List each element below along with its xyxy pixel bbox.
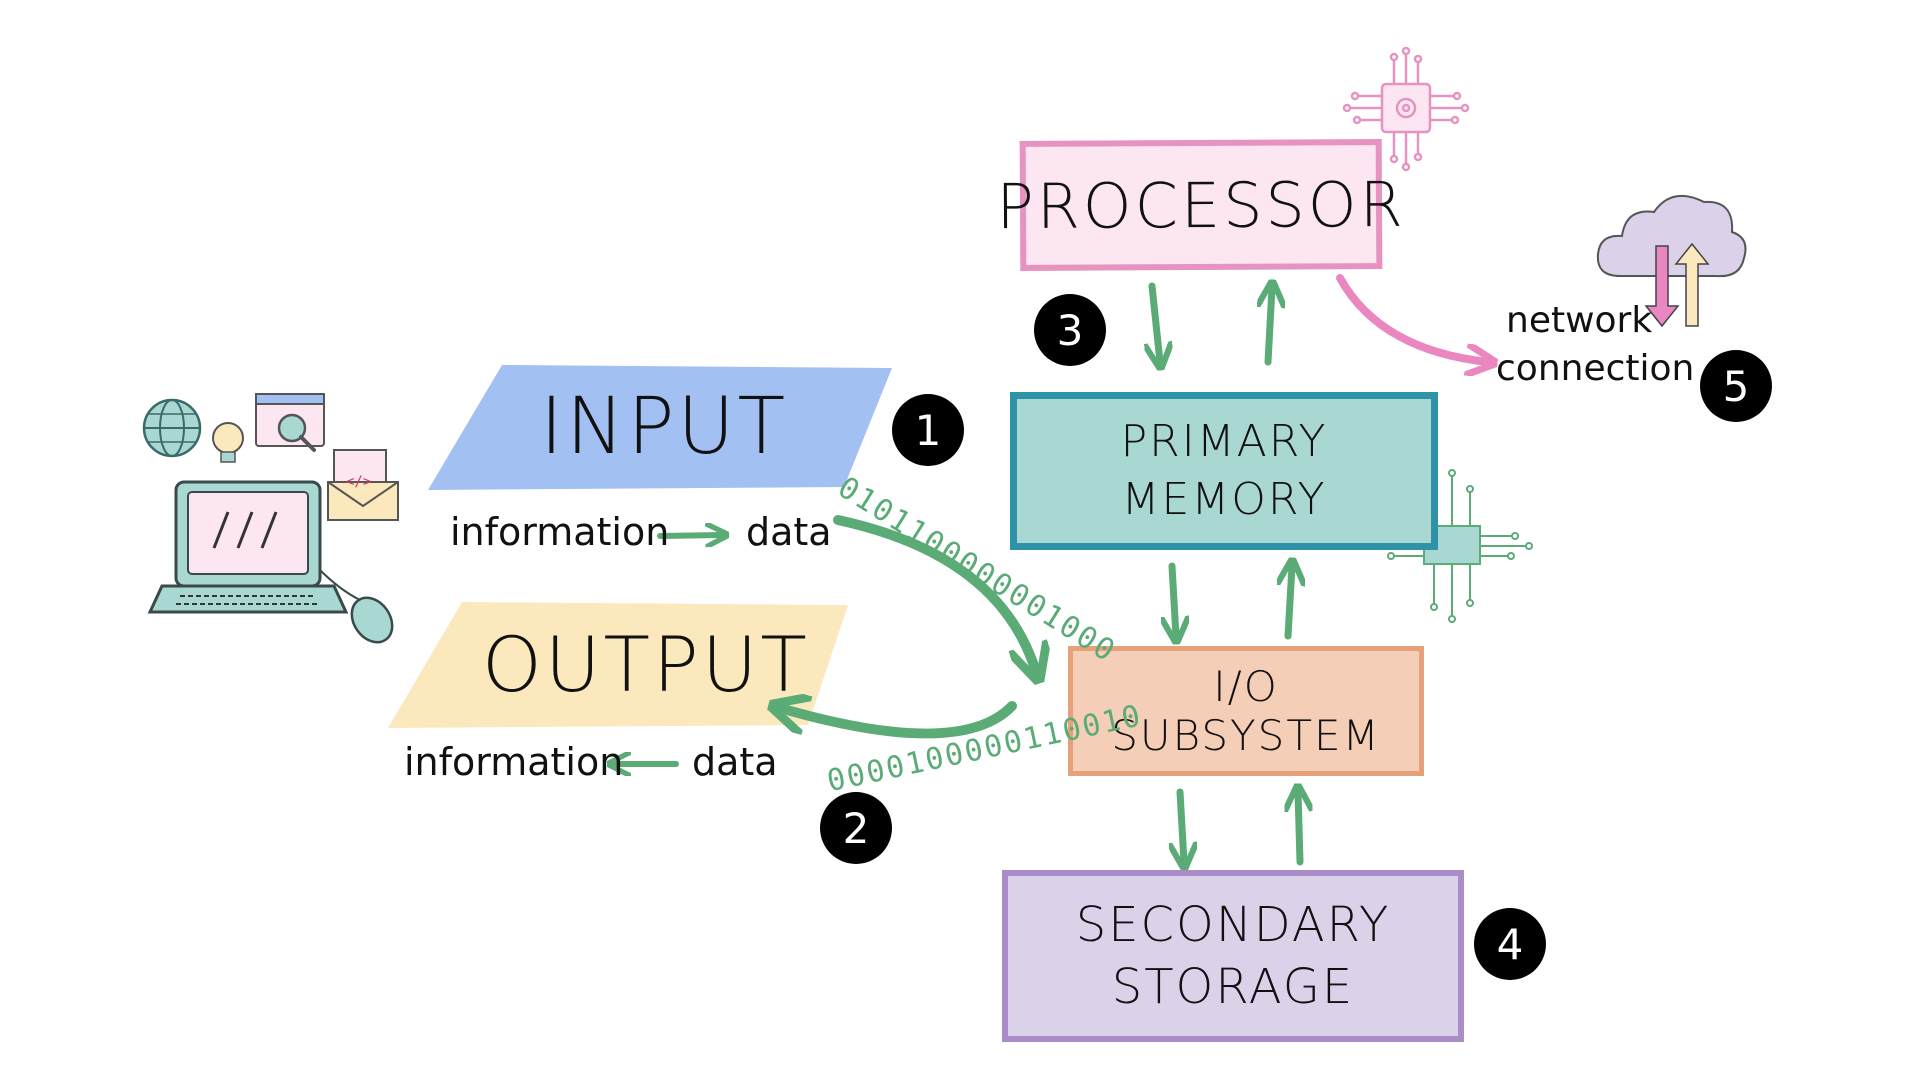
cpu-chip-icon: [1342, 46, 1470, 172]
network-label-line2: connection: [1496, 348, 1695, 389]
arrow-storage-to-io: [1298, 792, 1300, 866]
email-code-icon: </>: [327, 449, 399, 521]
step-badge-4: 4: [1474, 908, 1546, 980]
arrow-processor-to-network: [1336, 274, 1488, 362]
processor-label: PROCESSOR: [996, 167, 1406, 243]
step-badge-3: 3: [1034, 294, 1106, 366]
primary-memory-label-line1: PRIMARY: [1120, 416, 1328, 467]
svg-text:</>: </>: [346, 474, 371, 490]
secondary-storage-label-line2: STORAGE: [1111, 959, 1355, 1015]
step-badge-1: 1: [892, 394, 964, 466]
arrow-memory-to-processor: [1268, 288, 1272, 366]
step-badge-2: 2: [820, 792, 892, 864]
io-subsystem-box: I/O SUBSYSTEM: [1068, 646, 1424, 776]
output-title: OUTPUT: [482, 620, 810, 709]
network-label-line1: network: [1506, 300, 1653, 341]
processor-box: PROCESSOR: [996, 139, 1406, 271]
output-from-label: data: [692, 740, 778, 784]
lightbulb-icon: [212, 422, 244, 463]
arrow-input-to-io: [833, 515, 1036, 672]
step-badge-5: 5: [1700, 350, 1772, 422]
cloud-transfer-icon: [1596, 194, 1747, 328]
primary-memory-box: PRIMARY MEMORY: [1010, 392, 1438, 550]
arrow-processor-to-memory: [1152, 282, 1160, 362]
primary-memory-label-line2: MEMORY: [1121, 474, 1327, 525]
secondary-storage-box: SECONDARY STORAGE: [1002, 870, 1464, 1042]
laptop-icon: [147, 480, 349, 614]
globe-icon: [142, 398, 202, 458]
arrow-information-to-data: [657, 535, 722, 536]
arrow-io-to-storage: [1180, 788, 1184, 862]
input-banner: [428, 365, 892, 490]
output-banner: [388, 602, 848, 728]
arrow-memory-to-io: [1172, 562, 1176, 636]
input-from-label: information: [450, 510, 670, 554]
secondary-storage-label-line1: SECONDARY: [1075, 897, 1391, 953]
search-window-icon: [255, 393, 325, 452]
input-to-label: data: [746, 510, 832, 554]
mouse-icon: [319, 569, 394, 644]
input-title: INPUT: [540, 382, 789, 472]
io-subsystem-label: I/O SUBSYSTEM: [1111, 662, 1381, 760]
arrow-io-to-memory: [1288, 566, 1292, 640]
arrow-io-to-output: [780, 706, 1017, 739]
output-to-label: information: [404, 740, 624, 784]
